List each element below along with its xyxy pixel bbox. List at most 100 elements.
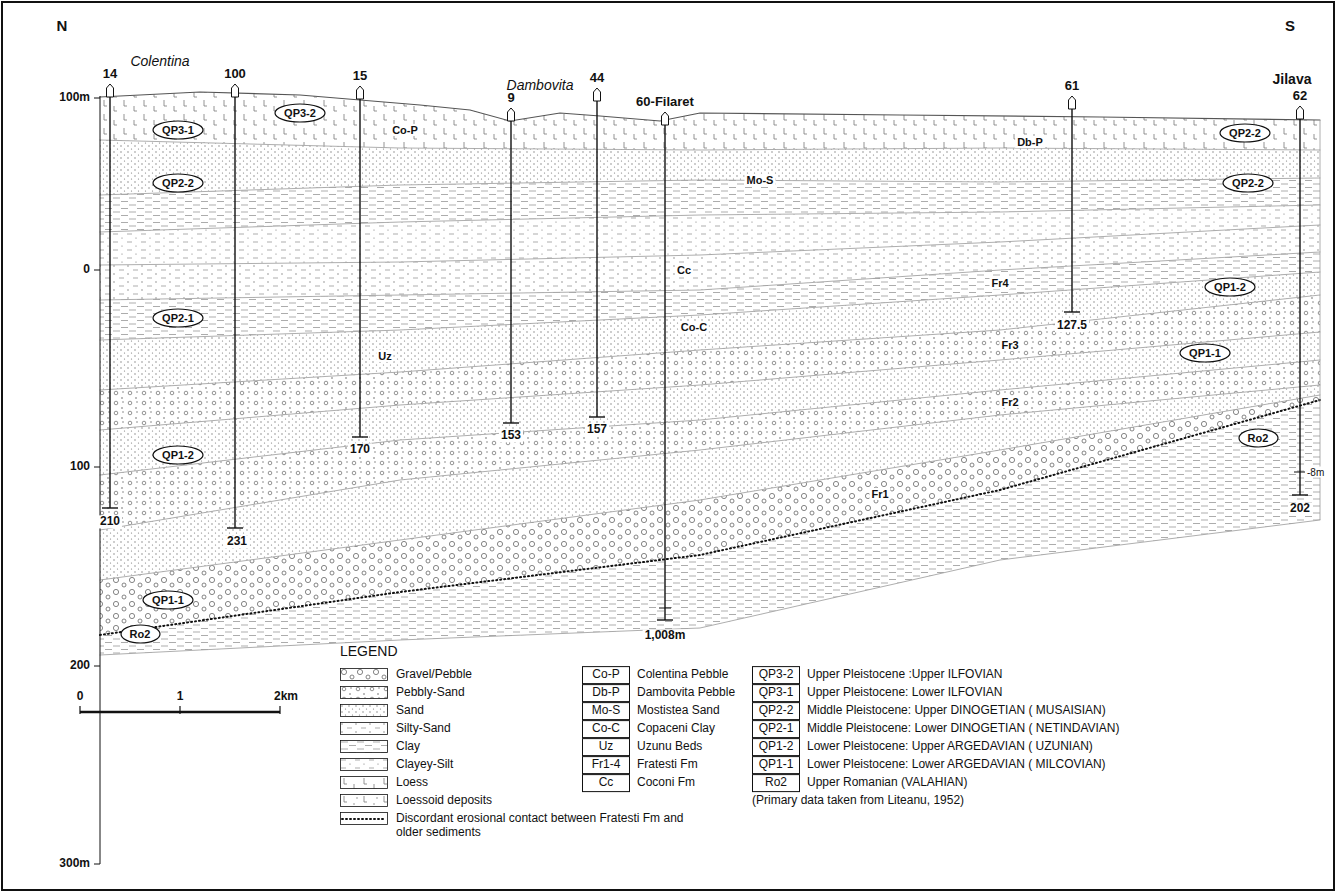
unit-description: Dambovita Pebble xyxy=(637,686,735,700)
place-name: Jilava xyxy=(1273,72,1312,87)
elevation-label: 100m xyxy=(59,91,90,104)
legend-code-box: Co-PColentina Pebble xyxy=(582,666,630,684)
unit-description: Colentina Pebble xyxy=(637,668,728,682)
legend-text: Loess xyxy=(396,775,428,789)
legend-code-box: Co-CCopaceni Clay xyxy=(582,720,630,738)
unit-code: QP2-2 xyxy=(162,177,194,189)
legend-code-box: UzUzunu Beds xyxy=(582,738,630,756)
legend-code-box: CcCoconi Fm xyxy=(582,774,630,792)
borehole xyxy=(589,88,605,417)
borehole-depth: 153 xyxy=(499,429,523,442)
unit-code: QP2-2 xyxy=(1232,177,1264,189)
unit-code: QP2-1 xyxy=(759,721,794,735)
borehole xyxy=(1292,106,1308,495)
borehole-number: 60-Filaret xyxy=(636,95,694,109)
unit-code: QP1-2 xyxy=(1214,281,1246,293)
legend-item: Silty-Sand xyxy=(340,721,451,735)
unit-description: Upper Pleistocene :Upper ILFOVIAN xyxy=(807,668,1002,682)
compass-south: S xyxy=(1285,18,1295,35)
legend-swatch xyxy=(340,686,388,699)
unit-description: Middle Pleistocene: Lower DINOGETIAN ( N… xyxy=(807,722,1120,736)
legend-swatch xyxy=(340,812,388,825)
elevation-label: 200 xyxy=(70,659,90,672)
unit-ellipse: QP3-2 xyxy=(274,103,326,123)
unit-label: Fr2 xyxy=(999,396,1020,408)
unit-ellipse: Ro2 xyxy=(120,624,161,644)
unit-description: Lower Pleistocene: Lower ARGEDAVIAN ( MI… xyxy=(807,758,1106,772)
unit-code: Ro2 xyxy=(765,775,787,789)
strata-boundary xyxy=(100,178,1320,195)
unit-code: QP1-2 xyxy=(759,739,794,753)
strata-boundary xyxy=(100,225,1320,265)
strata-region xyxy=(100,92,1320,150)
unit-label: Cc xyxy=(675,264,693,276)
unit-label: Db-P xyxy=(1015,136,1045,148)
legend-item: Pebbly-Sand xyxy=(340,685,465,699)
borehole-depth: -8m xyxy=(1305,467,1326,478)
unit-code: Co-C xyxy=(592,721,620,735)
legend-code-box: QP3-1Upper Pleistocene: Lower ILFOVIAN xyxy=(752,684,800,702)
place-name: Dambovita xyxy=(507,78,574,93)
elevation-label: 0 xyxy=(83,263,90,276)
borehole xyxy=(227,84,243,528)
scale-label: 2km xyxy=(274,690,298,703)
legend-code-box: Ro2Upper Romanian (VALAHIAN) xyxy=(752,774,800,792)
strata-boundary xyxy=(100,520,1320,655)
borehole-depth: 170 xyxy=(348,443,372,456)
unit-code: QP3-2 xyxy=(284,107,316,119)
unit-label: Fr1 xyxy=(869,488,890,500)
unit-code: QP2-2 xyxy=(759,703,794,717)
unit-description: Lower Pleistocene: Upper ARGEDAVIAN ( UZ… xyxy=(807,740,1093,754)
unit-code: QP3-1 xyxy=(162,124,194,136)
legend-item: Sand xyxy=(340,703,424,717)
legend-swatch xyxy=(340,722,388,735)
borehole xyxy=(657,112,673,620)
unit-code: QP1-2 xyxy=(162,449,194,461)
unit-code: QP1-1 xyxy=(759,757,794,771)
borehole xyxy=(352,86,368,437)
borehole-depth: 231 xyxy=(225,535,249,548)
legend-code-box: QP1-2Lower Pleistocene: Upper ARGEDAVIAN… xyxy=(752,738,800,756)
unit-code: QP3-1 xyxy=(759,685,794,699)
legend-swatch xyxy=(340,704,388,717)
erosional-contact xyxy=(100,400,1320,635)
borehole-number: 44 xyxy=(590,71,604,85)
legend-item: Loess xyxy=(340,775,428,789)
unit-code: Fr1-4 xyxy=(592,757,621,771)
unit-code: Cc xyxy=(599,775,614,789)
unit-ellipse: QP2-2 xyxy=(1219,123,1271,143)
unit-code: Mo-S xyxy=(592,703,621,717)
legend-text: Pebbly-Sand xyxy=(396,685,465,699)
compass-north: N xyxy=(57,18,68,35)
borehole-depth: 210 xyxy=(98,515,122,528)
legend-text: Sand xyxy=(396,703,424,717)
unit-description: Upper Pleistocene: Lower ILFOVIAN xyxy=(807,686,1002,700)
unit-ellipse: QP2-1 xyxy=(152,308,204,328)
unit-label: Co-P xyxy=(390,124,420,136)
legend-text: Loessoid deposits xyxy=(396,793,492,807)
legend-code-box: QP2-2Middle Pleistocene: Upper DINOGETIA… xyxy=(752,702,800,720)
borehole xyxy=(503,108,519,423)
borehole-number: 15 xyxy=(353,69,367,83)
place-name: Colentina xyxy=(130,54,189,69)
unit-description: Middle Pleistocene: Upper DINOGETIAN ( M… xyxy=(807,704,1106,718)
unit-label: Fr3 xyxy=(999,339,1020,351)
legend-title: LEGEND xyxy=(340,644,398,659)
unit-code: QP1-1 xyxy=(152,594,184,606)
unit-description: Upper Romanian (VALAHIAN) xyxy=(807,776,968,790)
scale-label: 0 xyxy=(77,690,84,703)
unit-label: Mo-S xyxy=(745,174,776,186)
legend-swatch xyxy=(340,740,388,753)
source-note: (Primary data taken from Liteanu, 1952) xyxy=(752,794,964,807)
borehole-depth: 1,008m xyxy=(643,629,688,642)
section-edge xyxy=(1320,120,1321,520)
strata-region xyxy=(100,400,1320,655)
legend-item: Loessoid deposits xyxy=(340,793,492,807)
unit-ellipse: QP3-1 xyxy=(152,120,204,140)
borehole-number: 100 xyxy=(224,67,246,81)
legend-swatch xyxy=(340,794,388,807)
unit-description: Coconi Fm xyxy=(637,776,695,790)
unit-description: Copaceni Clay xyxy=(637,722,715,736)
strata-boundary xyxy=(100,385,1320,530)
legend-item: Clay xyxy=(340,739,420,753)
